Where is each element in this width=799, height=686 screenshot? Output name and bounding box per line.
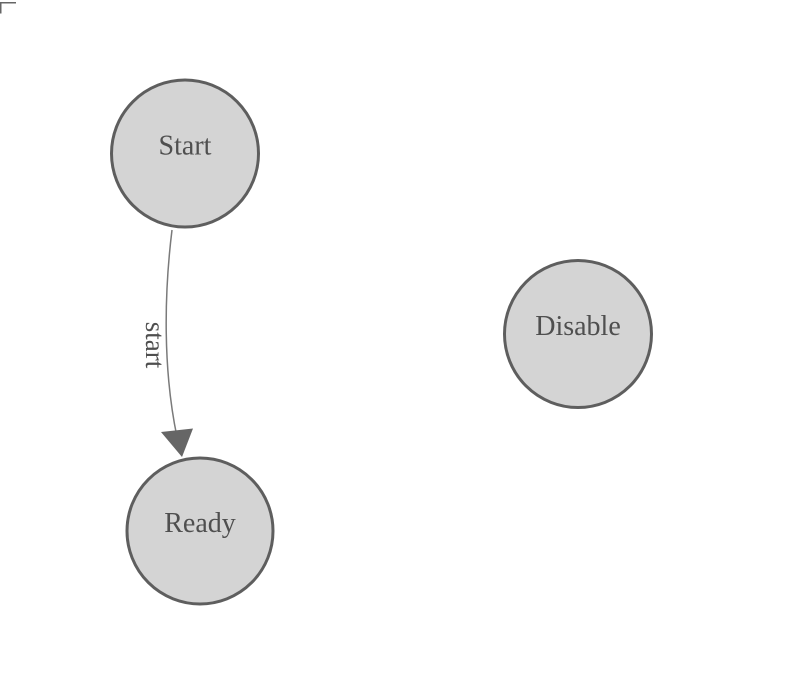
edge-start-to-ready[interactable]: start bbox=[140, 229, 193, 457]
node-start-circle[interactable] bbox=[110, 78, 260, 229]
edge-path[interactable] bbox=[165, 229, 178, 438]
node-ready[interactable]: Ready bbox=[125, 456, 275, 606]
edge-label: start bbox=[140, 322, 170, 369]
edge-arrowhead-icon bbox=[161, 428, 193, 457]
origin-corner-mark bbox=[0, 2, 16, 14]
node-disable-circle[interactable] bbox=[503, 259, 653, 409]
node-disable-label: Disable bbox=[535, 311, 621, 342]
node-ready-label: Ready bbox=[164, 508, 236, 539]
node-start-label: Start bbox=[159, 131, 212, 162]
node-start[interactable]: Start bbox=[110, 78, 260, 229]
node-disable[interactable]: Disable bbox=[503, 259, 653, 409]
node-ready-circle[interactable] bbox=[125, 456, 275, 606]
